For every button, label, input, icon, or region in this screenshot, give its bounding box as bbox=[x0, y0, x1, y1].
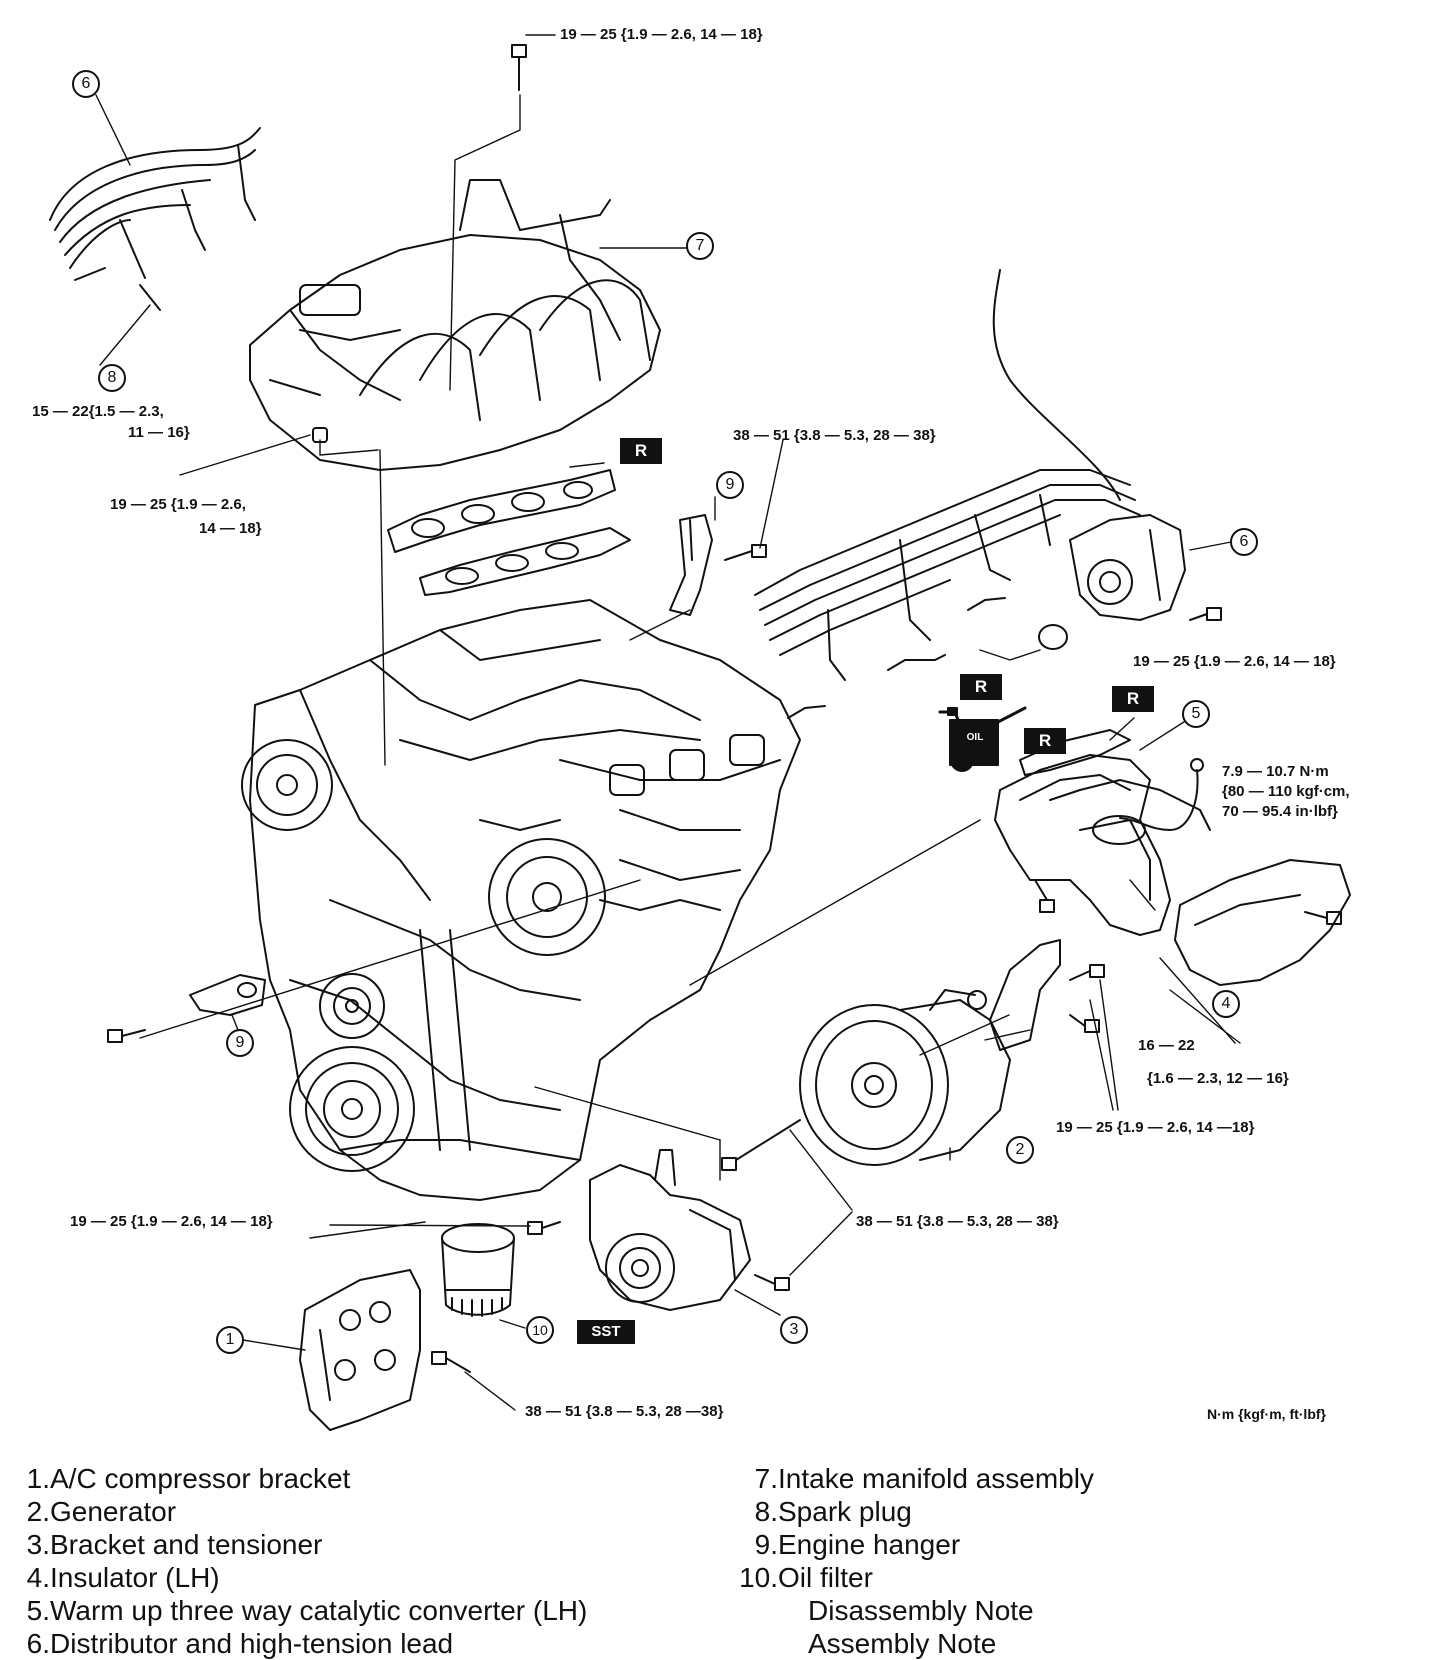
bracket-and-tensioner bbox=[589, 1149, 751, 1311]
intake-gasket-lower bbox=[419, 527, 631, 596]
callout-3-tensioner: 3 bbox=[780, 1316, 808, 1344]
legend-item-5: 5.Warm up three way catalytic converter … bbox=[26, 1595, 588, 1626]
pulley-upper-left bbox=[241, 739, 333, 831]
legend-right: 7.Intake manifold assembly 8.Spark plug … bbox=[735, 1462, 1094, 1660]
disassembly-note: Disassembly Note bbox=[808, 1595, 1034, 1626]
idler-pulley bbox=[319, 973, 385, 1039]
callout-1-ac-bracket: 1 bbox=[216, 1326, 244, 1354]
hightension-leads-left bbox=[49, 127, 261, 311]
bolt-top bbox=[511, 44, 527, 91]
legend-item-1: 1.A/C compressor bracket bbox=[26, 1463, 351, 1494]
engine-hanger-upper bbox=[669, 514, 713, 616]
engine-block bbox=[249, 599, 801, 1201]
replace-badge-catalytic: R bbox=[1024, 728, 1066, 754]
torque-label-catalytic: 16 — 22 bbox=[1138, 1037, 1195, 1054]
callout-4-insulator: 4 bbox=[1212, 990, 1240, 1018]
bolt-through bbox=[721, 1119, 801, 1171]
intake-manifold bbox=[249, 179, 661, 471]
legend-item-2: 2.Generator bbox=[26, 1496, 177, 1527]
legend-item-10: 10.Oil filter bbox=[739, 1562, 873, 1593]
torque-label-spark-plug: 15 — 22{1.5 — 2.3, bbox=[32, 403, 164, 420]
generator-bracket bbox=[989, 939, 1061, 1051]
bolts bbox=[107, 44, 1342, 1373]
legend-item-4: 4.Insulator (LH) bbox=[26, 1562, 220, 1593]
sst-badge: SST bbox=[577, 1320, 635, 1344]
units-label: N·m {kgf·m, ft·lbf} bbox=[1207, 1406, 1326, 1422]
replace-badge-o-ring: R bbox=[960, 674, 1002, 700]
engine-exploded-diagram bbox=[49, 34, 1351, 1431]
callout-9-hanger-left: 9 bbox=[226, 1029, 254, 1057]
oil-can-icon bbox=[938, 706, 1027, 772]
bolt-hanger-upper bbox=[724, 544, 767, 561]
callout-9-hanger-upper: 9 bbox=[716, 471, 744, 499]
bolt-ac bbox=[431, 1351, 471, 1373]
oil-filter bbox=[441, 1223, 515, 1317]
assembly-note: Assembly Note bbox=[808, 1628, 997, 1659]
torque-label-distributor: 19 — 25 {1.9 — 2.6, 14 — 18} bbox=[1133, 653, 1336, 670]
torque-label-hanger: 38 — 51 {3.8 — 5.3, 28 — 38} bbox=[733, 427, 936, 444]
torque-label-catalytic-2: {1.6 — 2.3, 12 — 16} bbox=[1147, 1070, 1289, 1087]
bolt-generator-1 bbox=[1069, 964, 1105, 981]
callout-10-oil-filter: 10 bbox=[526, 1316, 554, 1344]
intake-gasket-upper bbox=[387, 469, 616, 553]
torque-label-left-hanger: 19 — 25 {1.9 — 2.6, 14 — 18} bbox=[70, 1213, 273, 1230]
heat-insulator bbox=[1174, 859, 1351, 986]
catalytic-converter bbox=[994, 754, 1211, 936]
bolt-distributor bbox=[1189, 607, 1222, 621]
exhaust-gasket bbox=[1019, 729, 1131, 776]
spark-plug-right-a bbox=[887, 654, 946, 671]
oil-can-label: OIL bbox=[966, 732, 984, 743]
o2-sensor-wire bbox=[1119, 758, 1204, 831]
torque-label-spark-plug-2: 11 — 16} bbox=[128, 424, 190, 441]
spark-plug-right-c bbox=[787, 705, 826, 719]
callout-2-generator: 2 bbox=[1006, 1136, 1034, 1164]
torque-label-ac-bracket: 38 — 51 {3.8 — 5.3, 28 —38} bbox=[525, 1403, 724, 1420]
torque-label-top: 19 — 25 {1.9 — 2.6, 14 — 18} bbox=[560, 26, 763, 43]
torque-label-sensor-3: 70 — 95.4 in·lbf} bbox=[1222, 803, 1338, 820]
ac-compressor-bracket bbox=[299, 1269, 421, 1431]
bolt-generator-2 bbox=[1069, 1014, 1100, 1033]
callout-8-spark-plug: 8 bbox=[98, 364, 126, 392]
replace-badge-intake-gasket: R bbox=[620, 438, 662, 464]
legend-item-6: 6.Distributor and high-tension lead bbox=[26, 1628, 454, 1659]
callout-6-distributor: 6 bbox=[1230, 528, 1258, 556]
leader-lines bbox=[95, 34, 1241, 1411]
legend-item-9: 9.Engine hanger bbox=[754, 1529, 961, 1560]
engine-hanger-left bbox=[189, 974, 266, 1016]
callout-7-intake: 7 bbox=[686, 232, 714, 260]
generator bbox=[799, 989, 1011, 1166]
torque-label-manifold: 19 — 25 {1.9 — 2.6, bbox=[110, 496, 246, 513]
crank-pulley bbox=[289, 1046, 415, 1172]
torque-label-manifold-2: 14 — 18} bbox=[199, 520, 262, 537]
torque-label-tensioner: 38 — 51 {3.8 — 5.3, 28 — 38} bbox=[856, 1213, 1059, 1230]
bolt-cat bbox=[1034, 879, 1055, 913]
spark-plug-right-b bbox=[967, 597, 1006, 611]
callout-6-harness: 6 bbox=[72, 70, 100, 98]
torque-label-sensor-2: {80 — 110 kgf·cm, bbox=[1222, 783, 1350, 800]
bolt-insulator bbox=[1304, 911, 1342, 925]
bolt-tensioner-left bbox=[527, 1221, 561, 1235]
torque-label-sensor: 7.9 — 10.7 N·m bbox=[1222, 763, 1329, 780]
hightension-leads-right bbox=[754, 269, 1141, 681]
legend-left: 1.A/C compressor bracket 2.Generator 3.B… bbox=[24, 1462, 588, 1660]
legend-item-7: 7.Intake manifold assembly bbox=[754, 1463, 1094, 1494]
bolt-left-hanger bbox=[107, 1029, 146, 1043]
legend-item-3: 3.Bracket and tensioner bbox=[26, 1529, 323, 1560]
distributor bbox=[1069, 514, 1186, 621]
legend-item-8: 8.Spark plug bbox=[754, 1496, 912, 1527]
callout-5-catalytic: 5 bbox=[1182, 700, 1210, 728]
bolt-tensioner-right bbox=[754, 1274, 790, 1291]
replace-badge-exhaust-gasket: R bbox=[1112, 686, 1154, 712]
o-ring bbox=[1038, 624, 1068, 650]
torque-label-generator: 19 — 25 {1.9 — 2.6, 14 —18} bbox=[1056, 1119, 1255, 1136]
